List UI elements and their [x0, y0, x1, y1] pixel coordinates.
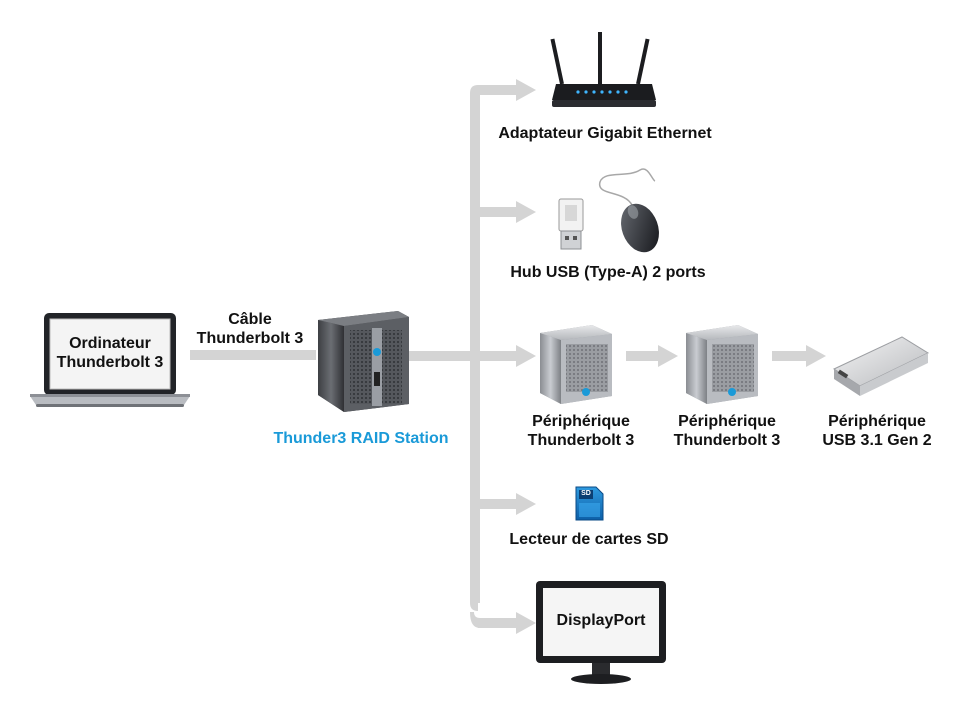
arrow-sd-reader [516, 493, 536, 515]
raid-station-icon [318, 311, 409, 412]
tb-device-2-label: Périphérique Thunderbolt 3 [662, 412, 792, 450]
cable-label-line2: Thunderbolt 3 [196, 330, 304, 347]
mouse-icon [599, 168, 659, 253]
line-tb1-to-tb2 [626, 351, 660, 361]
computer-label-line1: Ordinateur [69, 335, 151, 352]
arrow-ethernet [516, 79, 536, 101]
tb-device-2-label-line1: Périphérique [678, 413, 776, 430]
thunderbolt-device-2-icon [686, 325, 758, 404]
router-icon [550, 32, 656, 107]
laptop-icon [30, 313, 190, 407]
computer-label-line2: Thunderbolt 3 [56, 354, 164, 371]
branch-usb-hub [478, 207, 518, 217]
branch-sd-reader [478, 499, 518, 509]
cable-label: Câble Thunderbolt 3 [186, 310, 314, 348]
tb-device-1-label: Périphérique Thunderbolt 3 [516, 412, 646, 450]
arrow-displayport [516, 612, 536, 634]
sd-reader-label: Lecteur de cartes SD [509, 531, 669, 548]
ethernet-adapter-label: Adaptateur Gigabit Ethernet [498, 125, 712, 142]
line-raid-to-trunk [408, 351, 478, 361]
tb-device-2-label-line2: Thunderbolt 3 [673, 432, 781, 449]
cable-laptop-to-raid [190, 350, 316, 360]
raid-station-label: Thunder3 RAID Station [273, 430, 449, 447]
line-tb2-to-usb [772, 351, 808, 361]
usb-device-label-line1: Périphérique [828, 413, 926, 430]
monitor-icon [536, 581, 666, 684]
usb-hub-label: Hub USB (Type-A) 2 ports [510, 264, 706, 281]
usb-stick-icon [558, 198, 584, 250]
arrow-usb-hub [516, 201, 536, 223]
branch-ethernet [478, 85, 518, 95]
arrow-usb-device [806, 345, 826, 367]
usb-device-label: Périphérique USB 3.1 Gen 2 [810, 412, 944, 450]
sd-card-icon [575, 486, 604, 521]
connectors [190, 79, 826, 634]
usb-device-label-line2: USB 3.1 Gen 2 [822, 432, 932, 449]
cable-label-line1: Câble [228, 311, 272, 328]
arrow-tb-device [516, 345, 536, 367]
displayport-label: DisplayPort [556, 612, 646, 629]
arrow-tb2 [658, 345, 678, 367]
branch-displayport [478, 618, 518, 628]
usb-drive-icon [832, 336, 930, 396]
thunderbolt-device-1-icon [540, 325, 612, 404]
computer-label: Ordinateur Thunderbolt 3 [50, 334, 170, 372]
tb-device-1-label-line2: Thunderbolt 3 [527, 432, 635, 449]
sd-card-text: SD [581, 490, 591, 497]
branch-tb-device [478, 351, 518, 361]
tb-device-1-label-line1: Périphérique [532, 413, 630, 430]
